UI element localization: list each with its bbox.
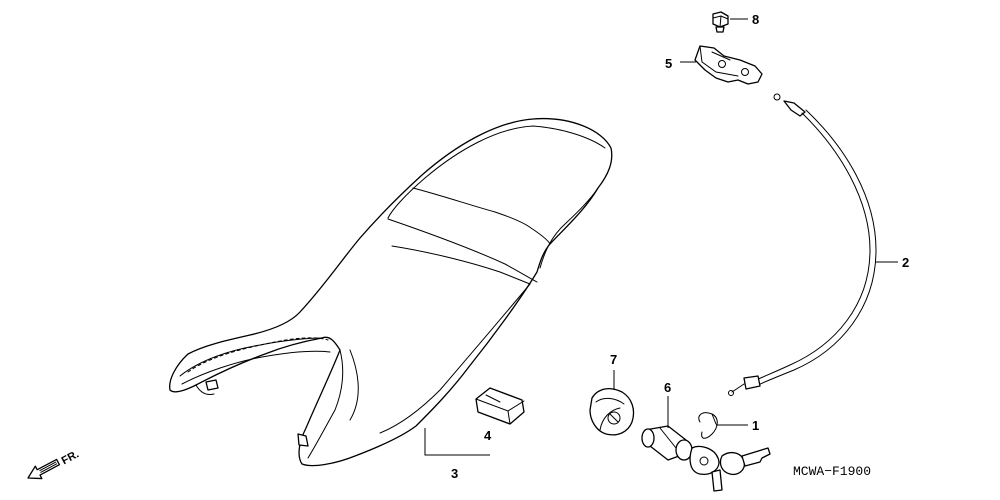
seat-assembly (169, 117, 613, 467)
cable-bracket (694, 45, 763, 85)
callout-8: 8 (752, 12, 759, 27)
callouts: 8 5 2 7 6 1 4 3 (451, 12, 909, 481)
front-arrow-icon (27, 458, 61, 480)
front-label: FR. (60, 448, 81, 467)
callout-7: 7 (610, 352, 617, 367)
lock-cover (589, 387, 635, 436)
drawing-code: MCWA−F1900 (793, 464, 871, 479)
release-cable (728, 93, 877, 396)
callout-6: 6 (664, 380, 671, 395)
callout-1: 1 (752, 418, 759, 433)
bolt (712, 11, 729, 33)
front-direction-indicator: FR. (27, 448, 81, 480)
spring-clip (698, 412, 718, 439)
callout-5: 5 (665, 56, 672, 71)
callout-3: 3 (451, 466, 458, 481)
leader-lines (424, 18, 898, 456)
latch-block (475, 387, 525, 425)
callout-2: 2 (902, 255, 909, 270)
callout-4: 4 (484, 428, 492, 443)
key-cylinder (641, 425, 771, 492)
